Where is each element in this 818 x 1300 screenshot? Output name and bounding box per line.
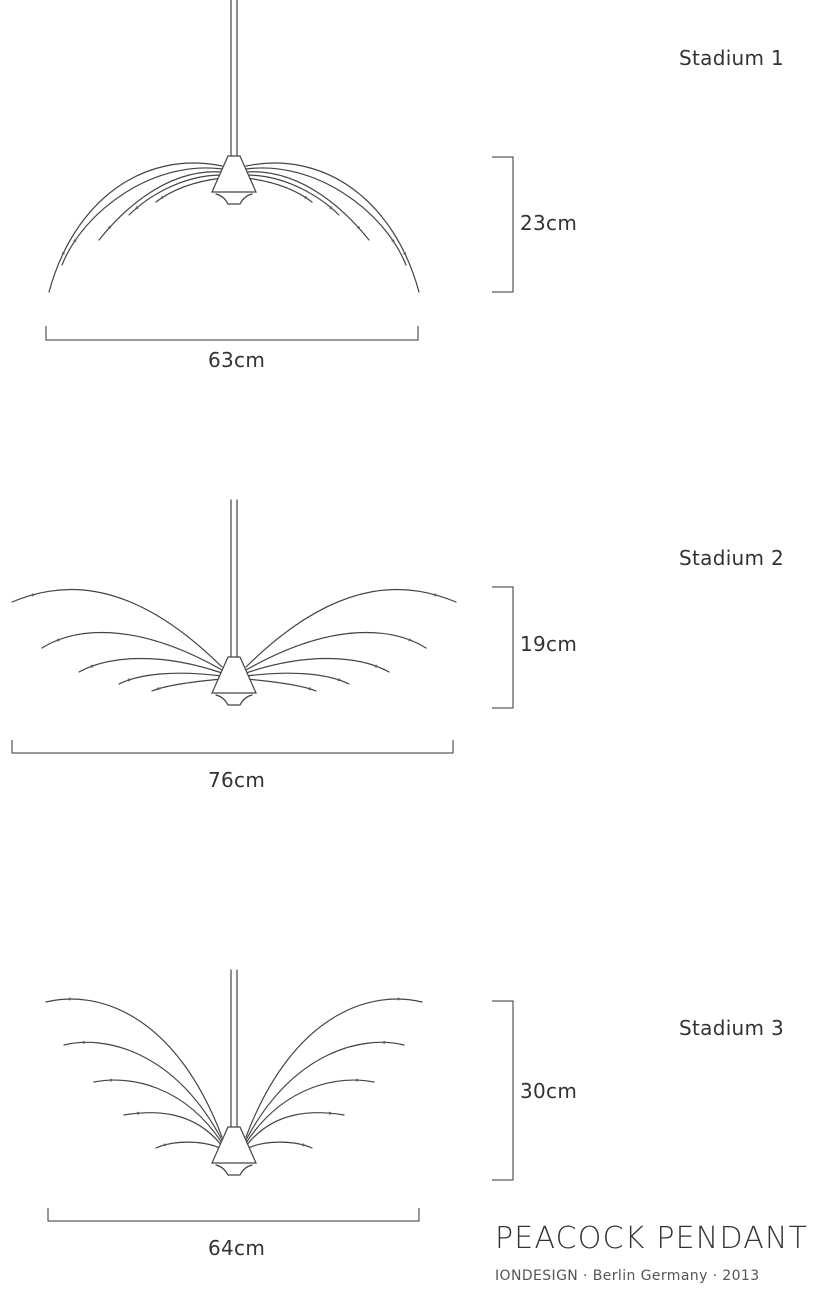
lamp-1-feather-arm — [245, 162, 420, 293]
lamp-2-feather-arm — [245, 672, 350, 685]
lamp-1-feather-arm — [245, 171, 370, 241]
lamp-3-feather-tip-marker — [355, 1078, 359, 1082]
lamp-3-feather-tip-marker — [163, 1143, 167, 1147]
product-title: PEACOCK PENDANT — [495, 1221, 809, 1256]
lamp-2-shade — [211, 656, 257, 694]
lamp-2-feather-arm — [41, 631, 223, 671]
lamp-3-feather-tip-marker — [82, 1041, 86, 1044]
lamp-1-feather-arm — [48, 162, 223, 293]
stage-3-width-bracket — [47, 1208, 420, 1222]
lamp-2-feather-tip-marker — [308, 687, 312, 691]
lamp-2-feather-arm — [78, 657, 223, 674]
stage-1-label: Stadium 1 — [679, 46, 784, 70]
lamp-2-feather-tip-marker — [337, 678, 341, 682]
lamp-1-feather-arm — [245, 174, 340, 216]
lamp-2-feather-tip-marker — [127, 678, 131, 682]
stage-3-height-bracket — [492, 1000, 514, 1181]
lamp-3-feather-arm — [245, 1041, 405, 1141]
lamp-2-feather-tip-marker — [56, 638, 60, 642]
lamp-2-feather-arm — [245, 631, 427, 671]
lamp-3-shade — [211, 1126, 257, 1164]
lamp-2-feather-tip-marker — [433, 593, 437, 597]
lamp-2-feather-tip-marker — [156, 687, 160, 691]
lamp-1-feather-arm — [98, 171, 223, 241]
lamp-1-feather-tip-marker — [403, 252, 407, 255]
lamp-2-feather-arm — [118, 672, 223, 685]
lamp-3-feather-arm — [155, 1141, 223, 1150]
lamp-2-feather-tip-marker — [374, 664, 378, 668]
lamp-3-feather-tip-marker — [301, 1143, 305, 1147]
stage-2-width-bracket — [11, 740, 454, 754]
lamp-2-feather-arm — [245, 678, 317, 692]
lamp-1-feather-tip-marker — [160, 196, 164, 199]
lamp-1-feather-tip-marker — [329, 206, 333, 210]
lamp-3-canopy — [215, 1164, 253, 1176]
lamp-3-feather-tip-marker — [328, 1111, 332, 1115]
lamp-2-feather-tip-marker — [90, 664, 94, 668]
stage-2-height-bracket — [492, 586, 514, 709]
lamp-2-feather-arm — [151, 678, 223, 692]
lamp-2-feather-arm — [245, 657, 390, 674]
lamp-1-feather-arm — [245, 167, 407, 266]
lamp-3-feather-arm — [245, 998, 423, 1138]
lamp-1-canopy — [215, 193, 253, 205]
lamp-1-shade — [211, 155, 257, 193]
lamp-3-feather-tip-marker — [109, 1078, 113, 1082]
lamp-3-feather-arm — [245, 1079, 375, 1144]
stage-2-label: Stadium 2 — [679, 546, 784, 570]
lamp-3-feather-arm — [63, 1041, 223, 1141]
lamp-3-feather-arm — [93, 1079, 223, 1144]
stage-3-height-label: 30cm — [520, 1079, 578, 1103]
lamp-1-feather-arm — [155, 177, 223, 203]
lamp-3-feather-arm — [245, 1112, 345, 1147]
lamp-1-feather-arm — [61, 167, 223, 266]
stage-1-width-bracket — [45, 326, 419, 341]
lamp-1-feather-tip-marker — [73, 239, 77, 243]
product-subtitle: IONDESIGN · Berlin Germany · 2013 — [495, 1268, 760, 1284]
lamp-1-feather-tip-marker — [304, 196, 308, 199]
lamp-1-feather-tip-marker — [108, 226, 111, 229]
stage-3-label: Stadium 3 — [679, 1016, 784, 1040]
stage-1-height-bracket — [492, 156, 514, 293]
lamp-2-canopy — [215, 694, 253, 706]
lamp-3-feather-tip-marker — [68, 997, 71, 1001]
lamp-3-feather-tip-marker — [382, 1041, 386, 1044]
stage-2-width-label: 76cm — [208, 768, 266, 792]
lamp-3-feather-tip-marker — [136, 1111, 140, 1115]
stage-1-height-label: 23cm — [520, 211, 578, 235]
lamp-3-feather-tip-marker — [397, 997, 400, 1001]
lamp-2-feather-arm — [245, 588, 457, 668]
lamp-3-feather-arm — [123, 1112, 223, 1147]
lamp-3-feather-arm — [245, 1141, 313, 1150]
lamp-2-feather-tip-marker — [31, 593, 35, 597]
lamp-2-feather-tip-marker — [408, 638, 412, 642]
lamp-1-feather-arm — [128, 174, 223, 216]
lamp-3-feather-arm — [45, 998, 223, 1138]
lamp-2-feather-arm — [11, 588, 223, 668]
lamp-1-feather-tip-marker — [391, 239, 395, 243]
stage-3-width-label: 64cm — [208, 1236, 266, 1260]
lamp-1-feather-arm — [245, 177, 313, 203]
stage-1-width-label: 63cm — [208, 348, 266, 372]
stage-2-height-label: 19cm — [520, 632, 578, 656]
lamp-1-feather-tip-marker — [135, 206, 139, 210]
lamp-1-feather-tip-marker — [357, 226, 360, 229]
lamp-1-feather-tip-marker — [61, 252, 65, 255]
